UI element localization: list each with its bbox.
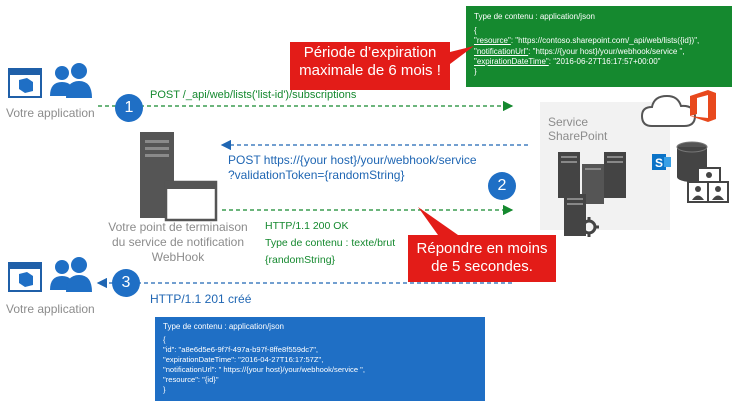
expiration-callout: Période d’expiration maximale de 6 mois …	[292, 44, 448, 80]
people-pictures-icon	[686, 166, 730, 211]
subscription-response-body: Type de contenu : application/json { "id…	[155, 317, 485, 401]
response-status: HTTP/1.1 200 OK	[265, 220, 349, 232]
validation-response-label: HTTP/1.1 200 OK Type de contenu : texte/…	[265, 218, 395, 269]
json-notification-line: "notificationUrl": " https://{your host}…	[163, 365, 365, 374]
response-random-string: {randomString}	[265, 254, 336, 266]
json-key: "resource"	[474, 36, 511, 46]
json-open-brace: {	[474, 26, 477, 36]
gear-icon	[578, 216, 600, 243]
json-id-line: "id": "a8e6d5e6-9f7f-497a-b97f-8ffe8f559…	[163, 345, 319, 354]
validation-request-label: POST https://{your host}/your/webhook/se…	[228, 153, 477, 183]
step-3-badge: 3	[112, 269, 140, 297]
respond-callout: Répondre en moins de 5 secondes.	[412, 240, 552, 276]
users-icon	[48, 62, 94, 107]
server-icon	[138, 130, 218, 227]
endpoint-label-line3: WebHook	[151, 250, 205, 264]
json-notification-line: "notificationUrl": "https://{your host}/…	[474, 47, 724, 57]
validation-request-line2: ?validationToken={randomString}	[228, 168, 405, 182]
cloud-icon	[640, 88, 700, 135]
request-content-type: Type de contenu : application/json	[474, 12, 595, 21]
response-content-type: Type de contenu : texte/brut	[265, 237, 396, 249]
json-resource-line: "resource": "https://contoso.sharepoint.…	[474, 36, 724, 46]
json-close-brace: }	[474, 67, 477, 77]
app-label-bottom: Votre application	[6, 302, 95, 316]
endpoint-label: Votre point de terminaison du service de…	[103, 220, 253, 265]
json-key: "expirationDateTime"	[474, 56, 549, 66]
json-value: : "2016-06-27T16:17:57+00:00"	[548, 56, 661, 66]
sharepoint-servers-icon	[556, 148, 656, 243]
sharepoint-logo-icon: S	[652, 152, 672, 177]
app-window-icon	[8, 68, 42, 103]
json-key: "notificationUrl"	[474, 46, 529, 56]
sharepoint-label-line2: SharePoint	[548, 129, 608, 143]
users-icon	[48, 256, 94, 301]
json-expiration-line: "expirationDateTime": "2016-06-27T16:17:…	[474, 57, 724, 67]
step-1-badge: 1	[115, 94, 143, 122]
json-open-brace: {	[163, 335, 166, 344]
endpoint-label-line2: du service de notification	[111, 235, 245, 249]
app-window-icon	[8, 262, 42, 297]
json-close-brace: }	[163, 385, 166, 394]
json-expiration-line: "expirationDateTime": "2016-04-27T16:17:…	[163, 355, 324, 364]
json-value: : "https://contoso.sharepoint.com/_api/w…	[510, 36, 700, 46]
step-2-badge: 2	[488, 172, 516, 200]
sharepoint-label-line1: Service	[548, 115, 589, 129]
svg-text:S: S	[655, 156, 663, 170]
json-value: : "https://{your host}/your/webhook/serv…	[528, 46, 685, 56]
post-subscriptions-label: POST /_api/web/lists('list-id')/subscrip…	[150, 89, 357, 101]
office-logo-icon	[688, 90, 718, 127]
created-response-label: HTTP/1.1 201 créé	[150, 292, 252, 306]
app-label-top: Votre application	[6, 106, 95, 120]
sharepoint-service-label: Service SharePoint	[548, 115, 607, 143]
validation-request-line1: POST https://{your host}/your/webhook/se…	[228, 153, 477, 167]
subscription-request-body: Type de contenu : application/json { "re…	[466, 6, 732, 87]
json-resource-line: "resource": "{id}"	[163, 375, 219, 384]
endpoint-label-line1: Votre point de terminaison	[108, 220, 248, 234]
response-body-content-type: Type de contenu : application/json	[163, 322, 284, 331]
